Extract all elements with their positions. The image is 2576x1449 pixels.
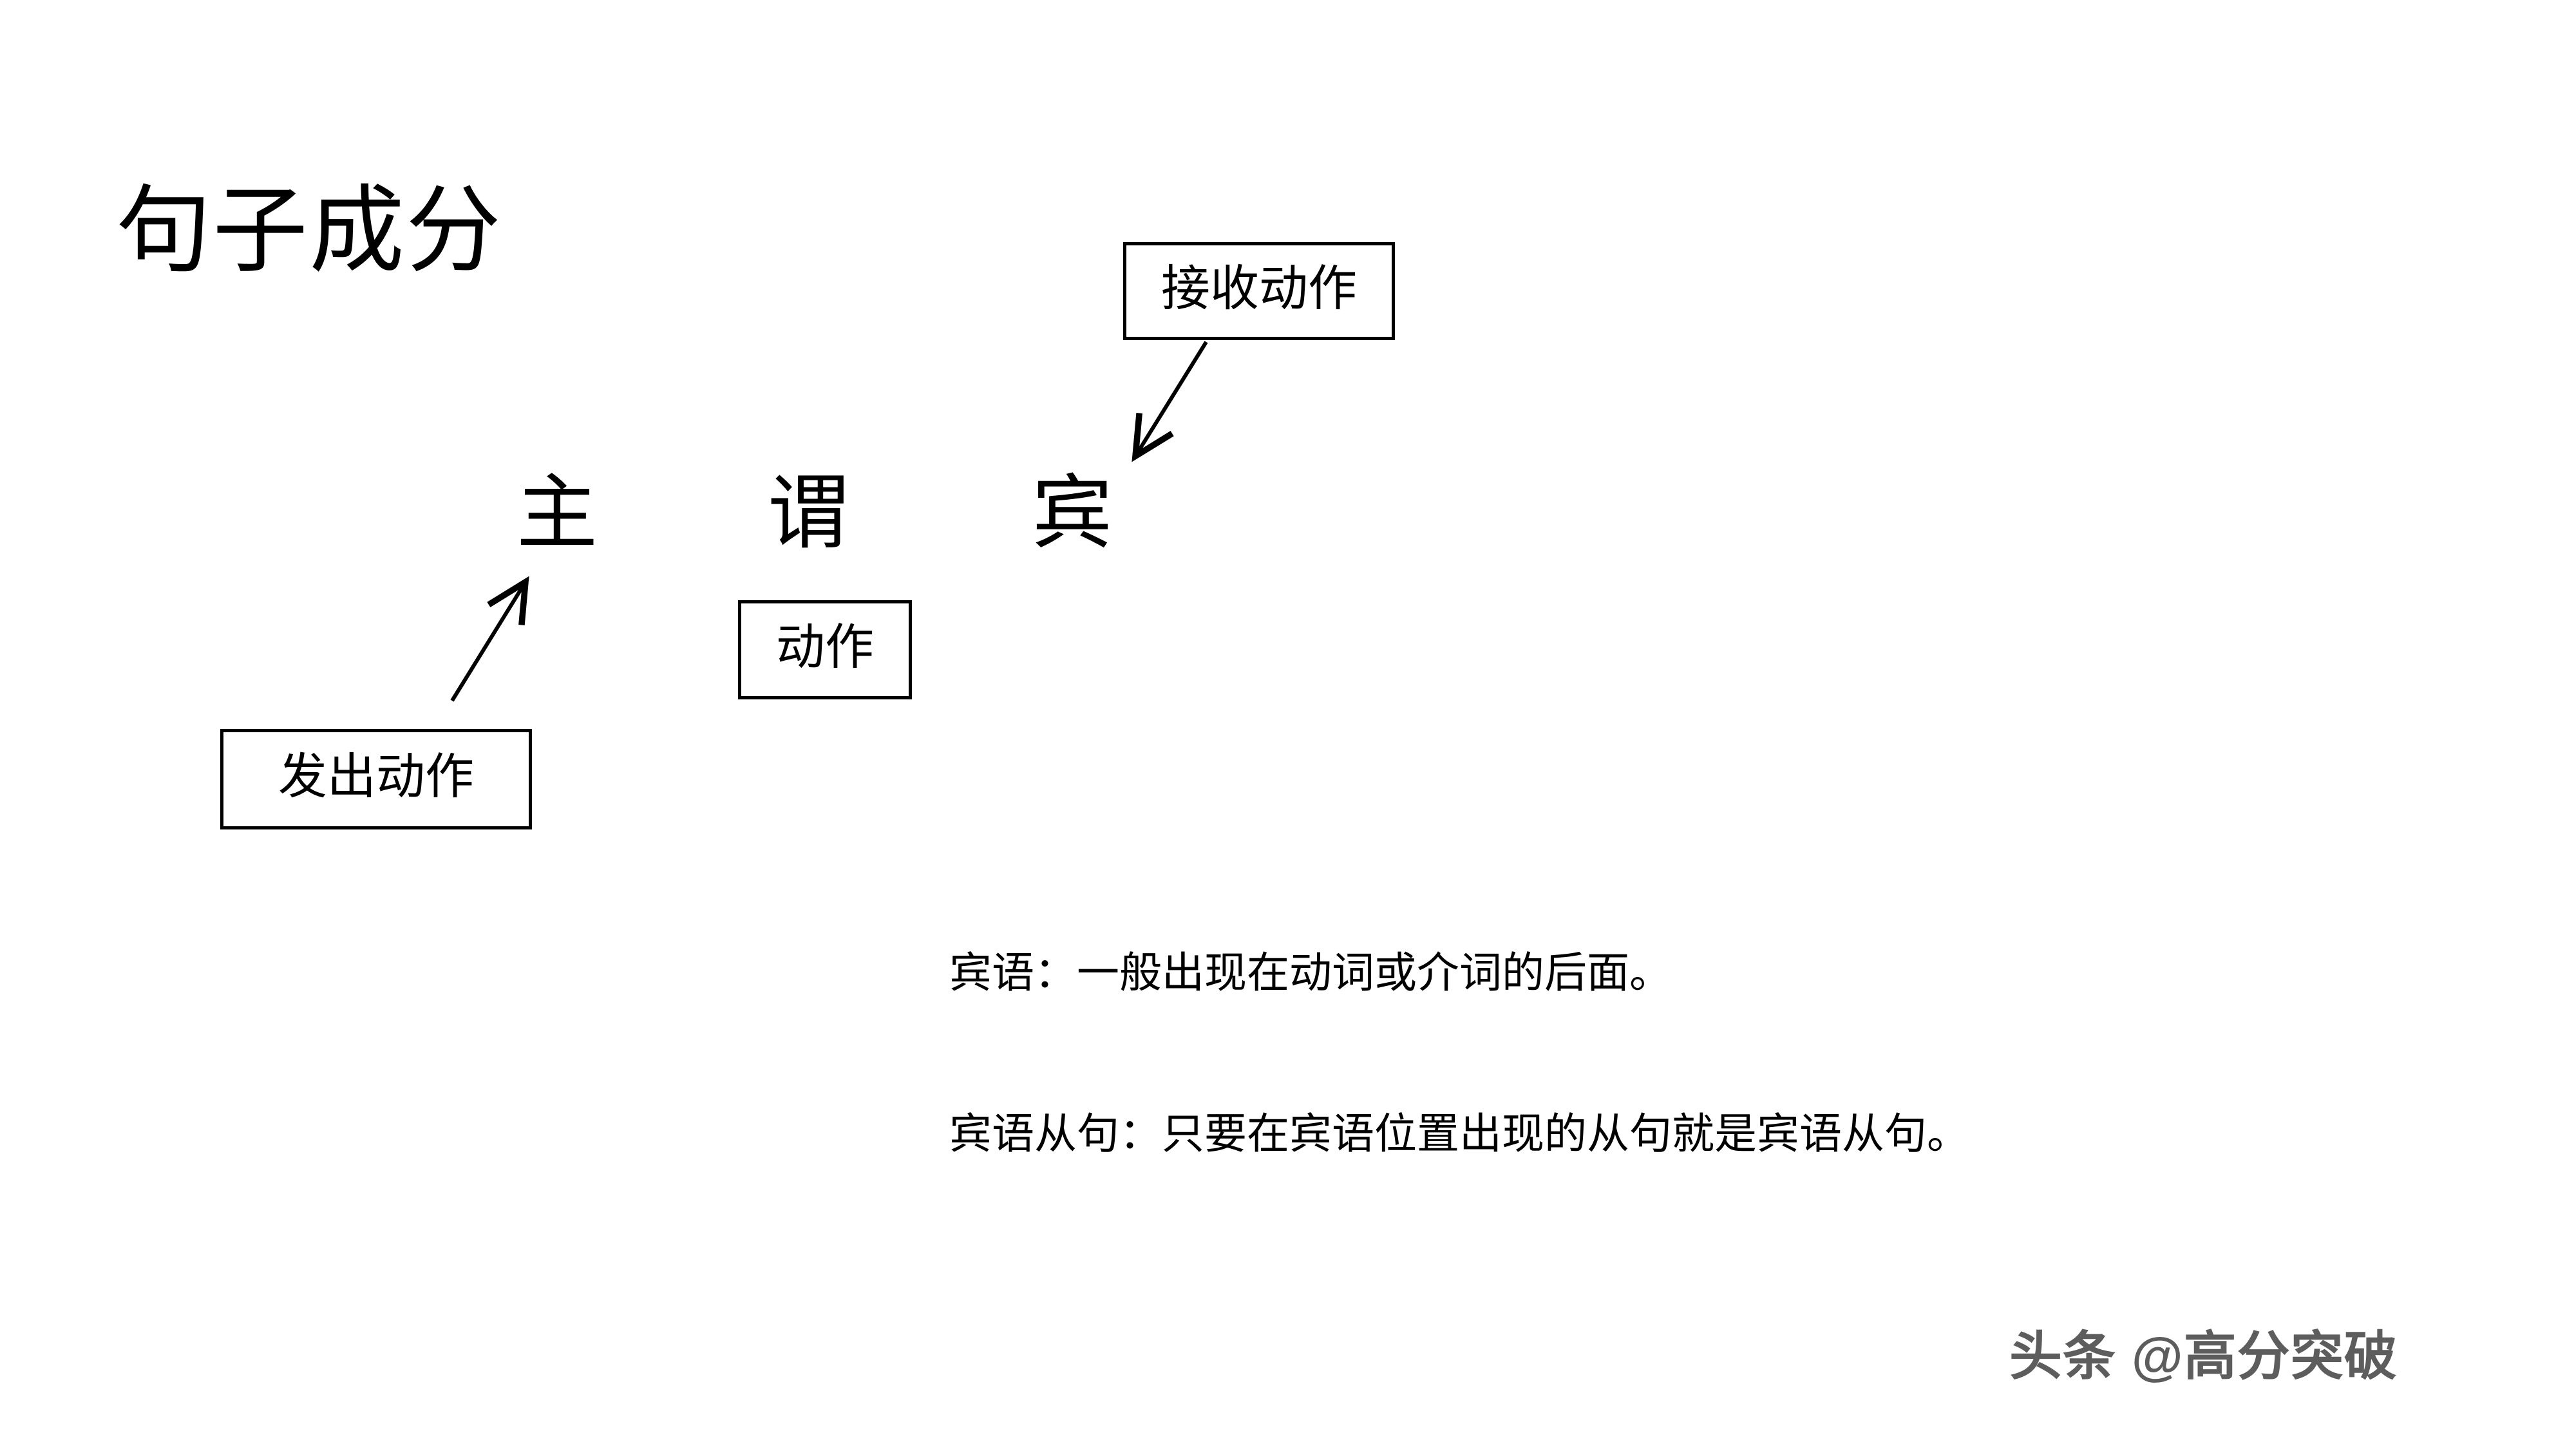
callout-box-receive-action: 接收动作	[1123, 242, 1395, 340]
callout-label-receive-action: 接收动作	[1161, 261, 1357, 316]
callout-box-action: 动作	[738, 600, 912, 699]
callout-label-action: 动作	[776, 620, 874, 675]
watermark: 头条 @高分突破	[2009, 1327, 2398, 1386]
explanation-line-object-clause: 宾语从句：只要在宾语位置出现的从句就是宾语从句。	[949, 1110, 1969, 1157]
sentence-part-subject: 主	[516, 469, 598, 559]
page-title: 句子成分	[116, 179, 502, 285]
sentence-part-object: 宾	[1032, 469, 1113, 559]
callout-label-emit-action: 发出动作	[278, 750, 474, 804]
explanation-line-object: 宾语：一般出现在动词或介词的后面。	[949, 949, 1672, 996]
sentence-part-predicate: 谓	[768, 469, 849, 559]
arrow-emit-action-to-subject	[450, 576, 529, 702]
arrow-receive-action-to-object	[1132, 341, 1208, 462]
callout-box-emit-action: 发出动作	[220, 729, 532, 829]
